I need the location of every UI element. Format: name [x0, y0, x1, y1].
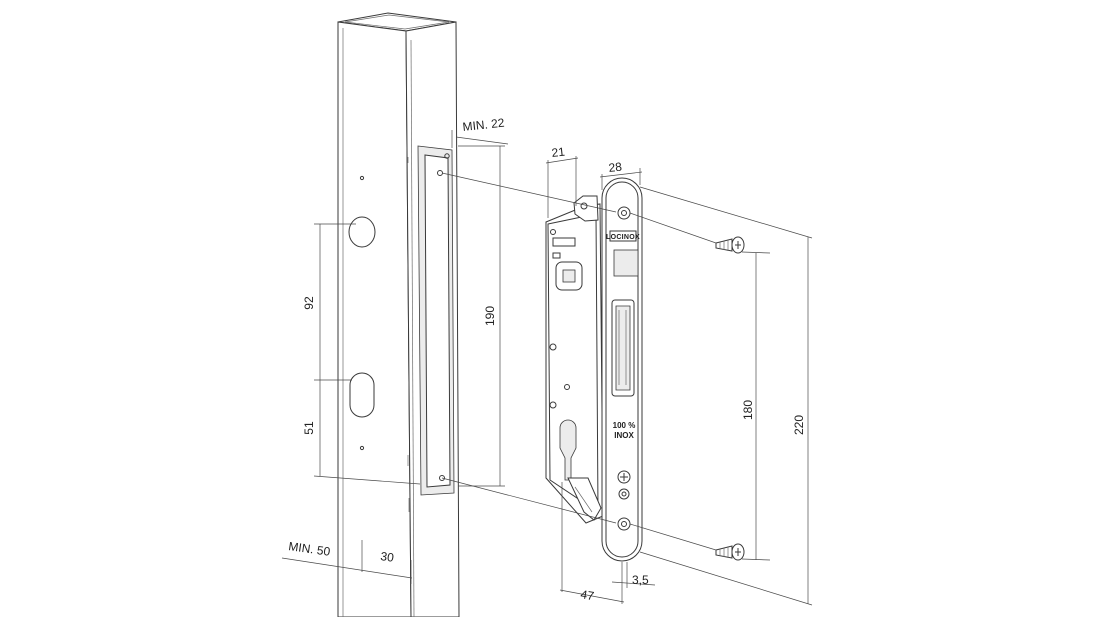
- hook-bolt-detail: [574, 486, 593, 513]
- dimension-line: [281, 557, 413, 579]
- post-top-inner: [344, 14, 450, 30]
- foreplate-screw-hole-inner: [621, 521, 627, 527]
- alignment-line: [629, 212, 717, 244]
- handle-hole: [348, 216, 376, 248]
- screw-point: [359, 175, 365, 181]
- extension-line: [639, 551, 813, 606]
- dimension-line: [545, 157, 579, 164]
- latch-pin: [580, 202, 588, 210]
- lock-case-plate: [547, 213, 599, 513]
- foreplate-screw-hole: [617, 517, 631, 531]
- brand-badge: [609, 230, 637, 242]
- dim-92-51: 92 51: [302, 223, 421, 485]
- dimension-line: [611, 581, 656, 586]
- foreplate-screw-inner: [621, 491, 627, 497]
- dim-180: 180: [741, 253, 757, 560]
- extension-line: [741, 251, 771, 254]
- dim-label-3-5: 3,5: [632, 573, 649, 587]
- follower-square-hole: [562, 269, 576, 283]
- alignment-line: [629, 523, 717, 551]
- cylinder-profile-hole: [559, 419, 577, 481]
- alignment-lines: [441, 172, 813, 606]
- side-plate-label: [552, 252, 561, 259]
- dim-21: 21: [545, 145, 579, 218]
- dim-label: 190: [483, 306, 497, 326]
- case-screw: [549, 343, 557, 351]
- fixing-hole: [444, 153, 450, 159]
- dim-47-3-5: 47 3,5: [559, 482, 656, 604]
- case-screw: [549, 401, 557, 409]
- dim-min-50-30: MIN. 50 30: [281, 539, 413, 584]
- extension-line: [639, 186, 813, 239]
- dim-label-30: 30: [380, 549, 395, 565]
- inox-line-2: INOX: [614, 431, 634, 440]
- dim-label: 180: [741, 400, 755, 420]
- mortise-lock-body: [545, 195, 604, 524]
- dimension-line: [599, 171, 643, 178]
- mounting-screw-bottom: [715, 543, 745, 561]
- latch-window: [613, 249, 639, 277]
- dim-label: 21: [551, 145, 566, 160]
- foreplate-screw-hole: [617, 206, 631, 220]
- post-edge-line: [410, 39, 415, 618]
- inox-line-1: 100 %: [613, 421, 636, 430]
- cylinder-slot: [349, 372, 375, 418]
- dim-220: 220: [792, 237, 809, 604]
- foreplate-screw: [618, 488, 630, 500]
- dim-label-47: 47: [579, 587, 595, 603]
- extension-line: [313, 475, 421, 485]
- case-screw: [550, 229, 556, 235]
- dim-label: 220: [792, 415, 806, 435]
- dim-label-92: 92: [302, 296, 316, 310]
- lock-foreplate: LOCINOX 100 % INOX: [601, 177, 643, 562]
- dim-190: 190: [458, 145, 505, 487]
- dim-label: 28: [608, 160, 623, 175]
- gate-post: [337, 12, 460, 618]
- alignment-line: [441, 172, 617, 213]
- mortise-cutout-inner: [424, 154, 451, 488]
- post-front-face: [337, 21, 412, 618]
- case-screw: [564, 384, 570, 390]
- dim-label-51: 51: [302, 421, 316, 435]
- foreplate-screw-hole-inner: [621, 210, 627, 216]
- side-plate-label: [552, 237, 576, 247]
- fixing-hole: [439, 475, 445, 481]
- dim-label-min-50: MIN. 50: [288, 539, 332, 559]
- dim-28: 28: [599, 160, 643, 190]
- screw-point: [359, 445, 365, 451]
- bolt-slot-inner: [615, 305, 631, 391]
- dim-label: MIN. 22: [462, 116, 506, 134]
- dimension-line: [455, 136, 509, 145]
- dimension-line: [559, 589, 625, 603]
- alignment-line: [441, 477, 617, 524]
- brand-text: LOCINOX: [606, 234, 640, 241]
- dim-min-22: MIN. 22: [451, 116, 509, 148]
- mounting-screw-top: [715, 236, 745, 254]
